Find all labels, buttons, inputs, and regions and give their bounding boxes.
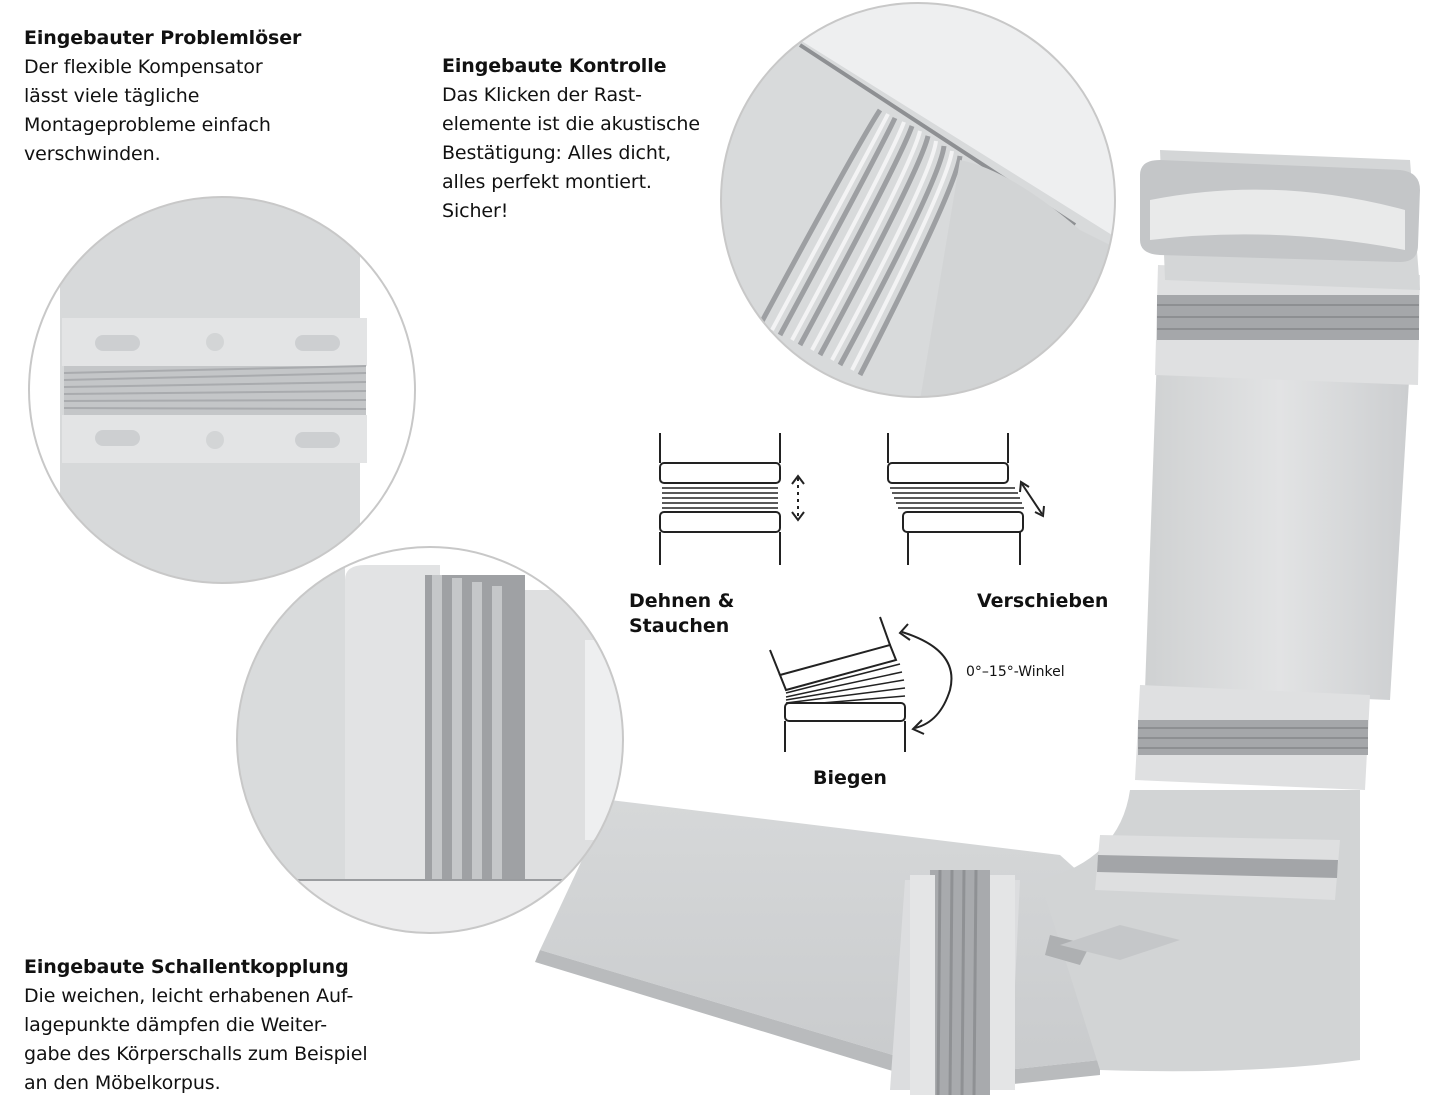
heading-sound-decoupling: Eingebaute Schallentkopplung [24, 956, 349, 978]
body-line: Sicher! [442, 200, 509, 222]
label-line: Dehnen & [629, 590, 735, 612]
label-angle-range: 0°–15°-Winkel [966, 664, 1065, 680]
body-line: gabe des Körperschalls zum Beispiel [24, 1043, 368, 1065]
body-line: Das Klicken der Rast- [442, 84, 642, 106]
text-block-sound-decoupling: Eingebaute Schallentkopplung Die weichen… [24, 953, 368, 1098]
text-block-control: Eingebaute Kontrolle Das Klicken der Ras… [442, 52, 700, 226]
detail-circle-click [720, 2, 1116, 398]
heading-control: Eingebaute Kontrolle [442, 55, 667, 77]
body-line: Der flexible Kompensator [24, 56, 263, 78]
duct-open-end [1140, 150, 1420, 290]
body-line: lagepunkte dämpfen die Weiter- [24, 1014, 328, 1036]
detail-circle-compensator [28, 196, 416, 584]
horizontal-duct [540, 800, 1110, 1075]
body-line: an den Möbelkorpus. [24, 1072, 221, 1094]
body-line: alles perfekt montiert. [442, 171, 652, 193]
label-stretch-compress: Dehnen & Stauchen [629, 589, 734, 639]
coupling-vertical-lower [1135, 685, 1370, 790]
body-line: lässt viele tägliche [24, 85, 200, 107]
duct-assembly [535, 150, 1420, 1096]
body-line: verschwinden. [24, 143, 161, 165]
body-line: Die weichen, leicht erhabenen Auf- [24, 985, 354, 1007]
schematic-bend [769, 616, 953, 752]
heading-problem-solver: Eingebauter Problemlöser [24, 27, 302, 49]
body-line: Bestätigung: Alles dicht, [442, 142, 672, 164]
coupling-bend [1095, 835, 1340, 900]
label-shift: Verschieben [977, 590, 1109, 612]
text-block-problem-solver: Eingebauter Problemlöser Der flexible Ko… [24, 24, 301, 169]
body-line: Montageprobleme einfach [24, 114, 271, 136]
duct-bend [1040, 790, 1360, 1072]
schematic-stretch [659, 433, 805, 565]
coupling-vertical-upper [1155, 265, 1420, 385]
coupling-horizontal [890, 869, 1020, 1096]
label-line: Stauchen [629, 615, 730, 637]
schematic-shift [887, 433, 1045, 565]
label-bend: Biegen [813, 767, 887, 789]
body-line: elemente ist die akustische [442, 113, 700, 135]
